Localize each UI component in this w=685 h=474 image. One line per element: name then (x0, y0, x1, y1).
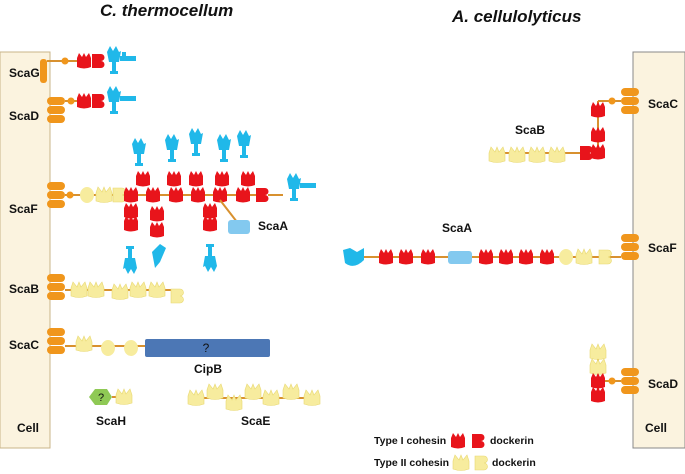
scaa-cbm (228, 220, 250, 234)
title-c-thermocellum: C. thermocellum (100, 1, 233, 20)
label-scaa-left: ScaA (258, 219, 288, 233)
cipb-unknown-module (145, 339, 270, 357)
label-cipb: CipB (194, 362, 222, 376)
label-scac-left: ScaC (9, 338, 39, 352)
cell-wall-left (0, 51, 51, 449)
scah-unknown-mark: ? (98, 392, 104, 404)
cell-wall-right (632, 51, 685, 449)
legend-type1-dockerin: dockerin (490, 435, 534, 447)
label-scag: ScaG (9, 66, 40, 80)
scah-unknown-module (89, 389, 112, 405)
cipb-unknown-mark: ? (203, 341, 210, 355)
cell-label-left: Cell (17, 421, 39, 435)
label-scah: ScaH (96, 414, 126, 428)
label-scaa-right: ScaA (442, 221, 472, 235)
label-scac-right: ScaC (648, 97, 678, 111)
legend-type2-dockerin: dockerin (492, 457, 536, 469)
label-scab-right: ScaB (515, 123, 545, 137)
legend-type1-cohesin: Type I cohesin (374, 435, 446, 447)
cell-label-right: Cell (645, 421, 667, 435)
enzyme-icon (107, 46, 121, 74)
scaa-right-cbm (343, 248, 364, 266)
label-scad-left: ScaD (9, 109, 39, 123)
label-scae: ScaE (241, 414, 270, 428)
label-scaf-left: ScaF (9, 202, 38, 216)
label-scad-right: ScaD (648, 377, 678, 391)
label-scaf-right: ScaF (648, 241, 677, 255)
legend: Type I cohesin dockerin Type II cohesin … (374, 433, 536, 471)
label-scab-left: ScaB (9, 282, 39, 296)
legend-type2-cohesin: Type II cohesin (374, 457, 449, 469)
title-a-cellulolyticus: A. cellulolyticus (451, 7, 581, 26)
